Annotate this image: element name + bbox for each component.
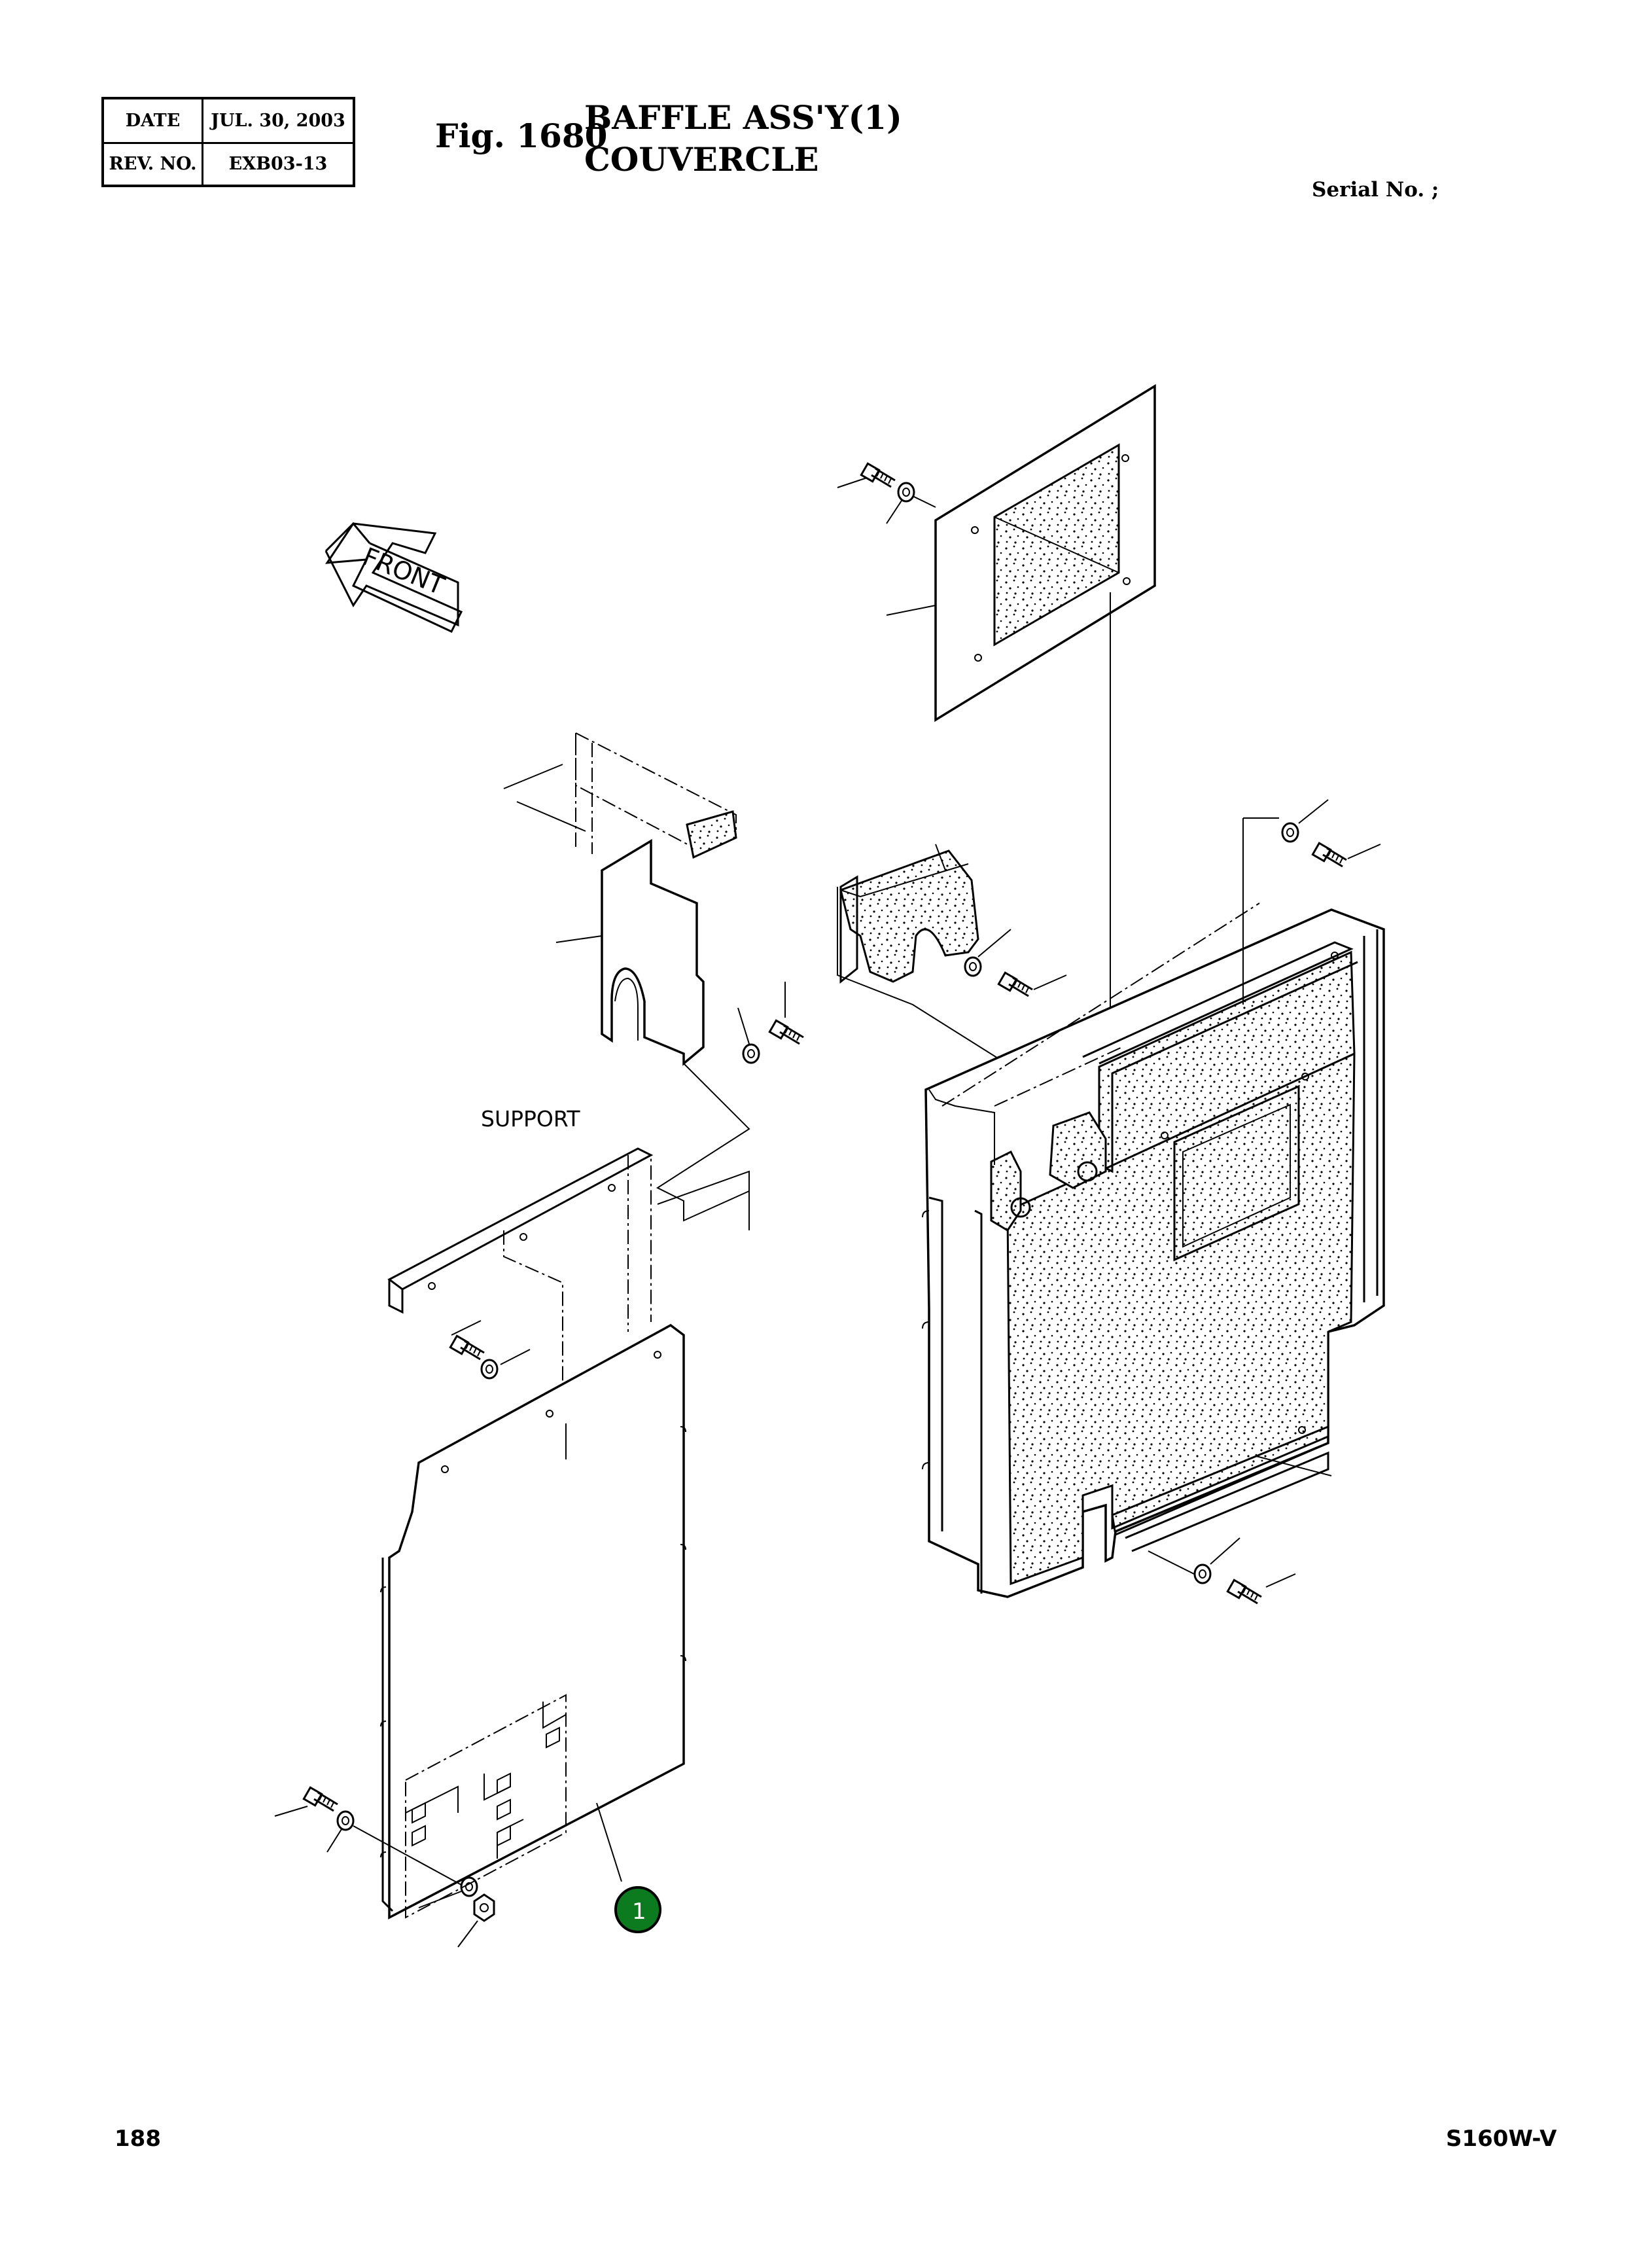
- upper-bracket: [503, 732, 737, 859]
- model-name: S160W-V: [1446, 2126, 1557, 2152]
- front-arrow-label: FRONT: [359, 542, 449, 601]
- washer-icon: [897, 482, 915, 503]
- upper-cover-plate: [886, 384, 1156, 1063]
- date-row: DATE JUL. 30, 2003: [104, 99, 353, 144]
- lower-baffle-plate: [380, 1323, 686, 1920]
- washer-icon: [336, 1810, 355, 1831]
- washer-icon: [742, 1043, 760, 1064]
- washer-icon: [1281, 822, 1299, 843]
- figure-title: BAFFLE ASS'Y(1) COUVERCLE: [584, 97, 902, 181]
- bolt-icon: [302, 1786, 339, 1812]
- callout-1-label: 1: [632, 1899, 646, 1925]
- rev-label: REV. NO.: [104, 143, 203, 185]
- rev-row: REV. NO. EXB03-13: [104, 143, 353, 185]
- bolt-icon: [860, 462, 896, 488]
- figure-title-fr: COUVERCLE: [584, 140, 819, 179]
- washer-icon: [1193, 1563, 1212, 1584]
- washer-icon: [480, 1359, 499, 1380]
- washer-icon: [964, 956, 982, 977]
- main-baffle-panel: [922, 817, 1385, 1598]
- support-label: SUPPORT: [481, 1106, 580, 1132]
- front-direction-arrow: FRONT: [325, 522, 463, 633]
- callout-1-circle: [614, 1886, 661, 1933]
- bolt-icon: [449, 1334, 485, 1361]
- bolt-icon: [1226, 1579, 1263, 1605]
- bolt-icon: [1311, 842, 1348, 868]
- part-callout-1[interactable]: 1: [614, 1886, 661, 1933]
- foam-spacer-block: [837, 844, 1002, 1106]
- date-label: DATE: [104, 99, 203, 142]
- figure-title-en: BAFFLE ASS'Y(1): [584, 98, 902, 137]
- figure-number: Fig. 1680: [435, 116, 608, 155]
- middle-baffle-plate: [555, 838, 750, 1222]
- nut-icon: [473, 1893, 495, 1922]
- revision-info-table: DATE JUL. 30, 2003 REV. NO. EXB03-13: [101, 97, 355, 187]
- bolt-icon: [768, 1019, 805, 1045]
- bolt-icon: [997, 971, 1034, 997]
- page-number: 188: [114, 2126, 161, 2152]
- date-value: JUL. 30, 2003: [211, 111, 345, 131]
- rev-value: EXB03-13: [228, 154, 328, 174]
- support-angle-bar: [387, 1147, 750, 1420]
- serial-number-label: Serial No. ;: [1312, 178, 1439, 202]
